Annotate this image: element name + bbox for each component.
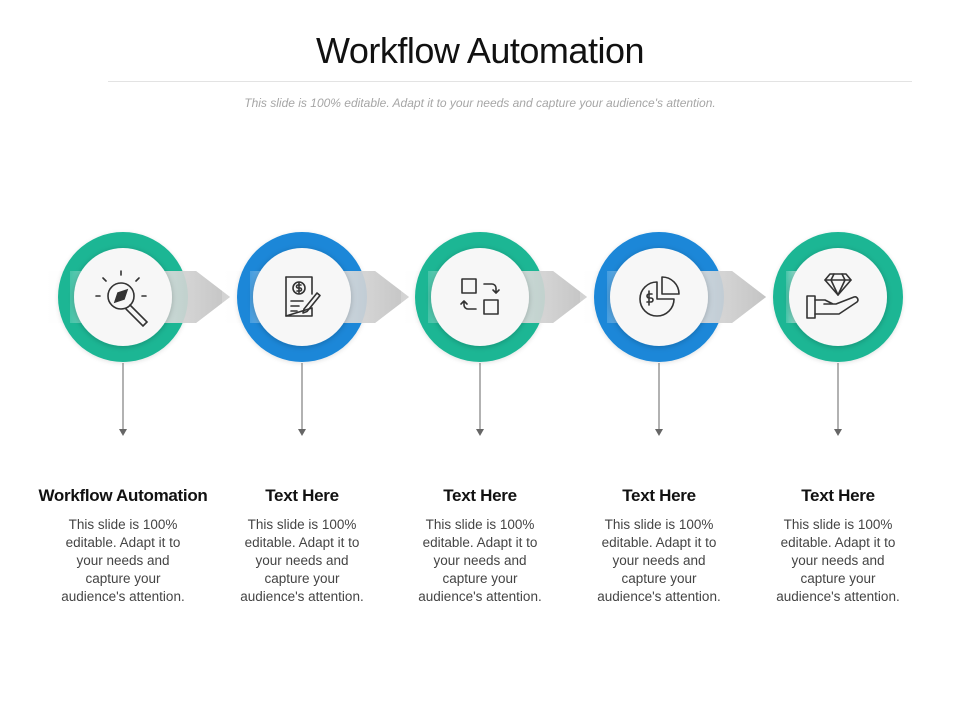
step-2 — [222, 232, 409, 436]
step-1 — [44, 232, 230, 436]
title-divider — [108, 81, 912, 82]
step-3-title: Text Here — [443, 486, 517, 505]
step-4-icon-disc — [610, 248, 708, 346]
step-4-description: This slide is 100% editable. Adapt it to… — [597, 517, 721, 604]
step-5-description: This slide is 100% editable. Adapt it to… — [776, 517, 900, 604]
diamond-hand-icon — [806, 273, 859, 319]
step-5-icon-disc — [789, 248, 887, 346]
page-title: Workflow Automation — [316, 30, 644, 71]
step-5 — [773, 232, 903, 436]
page-subtitle: This slide is 100% editable. Adapt it to… — [244, 96, 716, 110]
step-1-title: Workflow Automation — [38, 486, 208, 505]
step-2-description: This slide is 100% editable. Adapt it to… — [240, 517, 364, 604]
swap-squares-icon — [460, 278, 500, 315]
step-4 — [580, 232, 766, 436]
step-5-title: Text Here — [801, 486, 875, 505]
step-3-description: This slide is 100% editable. Adapt it to… — [418, 517, 542, 604]
step-3 — [401, 232, 587, 436]
step-4-title: Text Here — [622, 486, 696, 505]
pie-chart-dollar-icon — [639, 276, 680, 317]
invoice-dollar-icon — [285, 276, 321, 317]
step-1-description: This slide is 100% editable. Adapt it to… — [61, 517, 185, 604]
step-3-icon-disc — [431, 248, 529, 346]
search-compass-icon — [95, 270, 149, 328]
step-2-icon-disc — [253, 248, 351, 346]
step-2-title: Text Here — [265, 486, 339, 505]
